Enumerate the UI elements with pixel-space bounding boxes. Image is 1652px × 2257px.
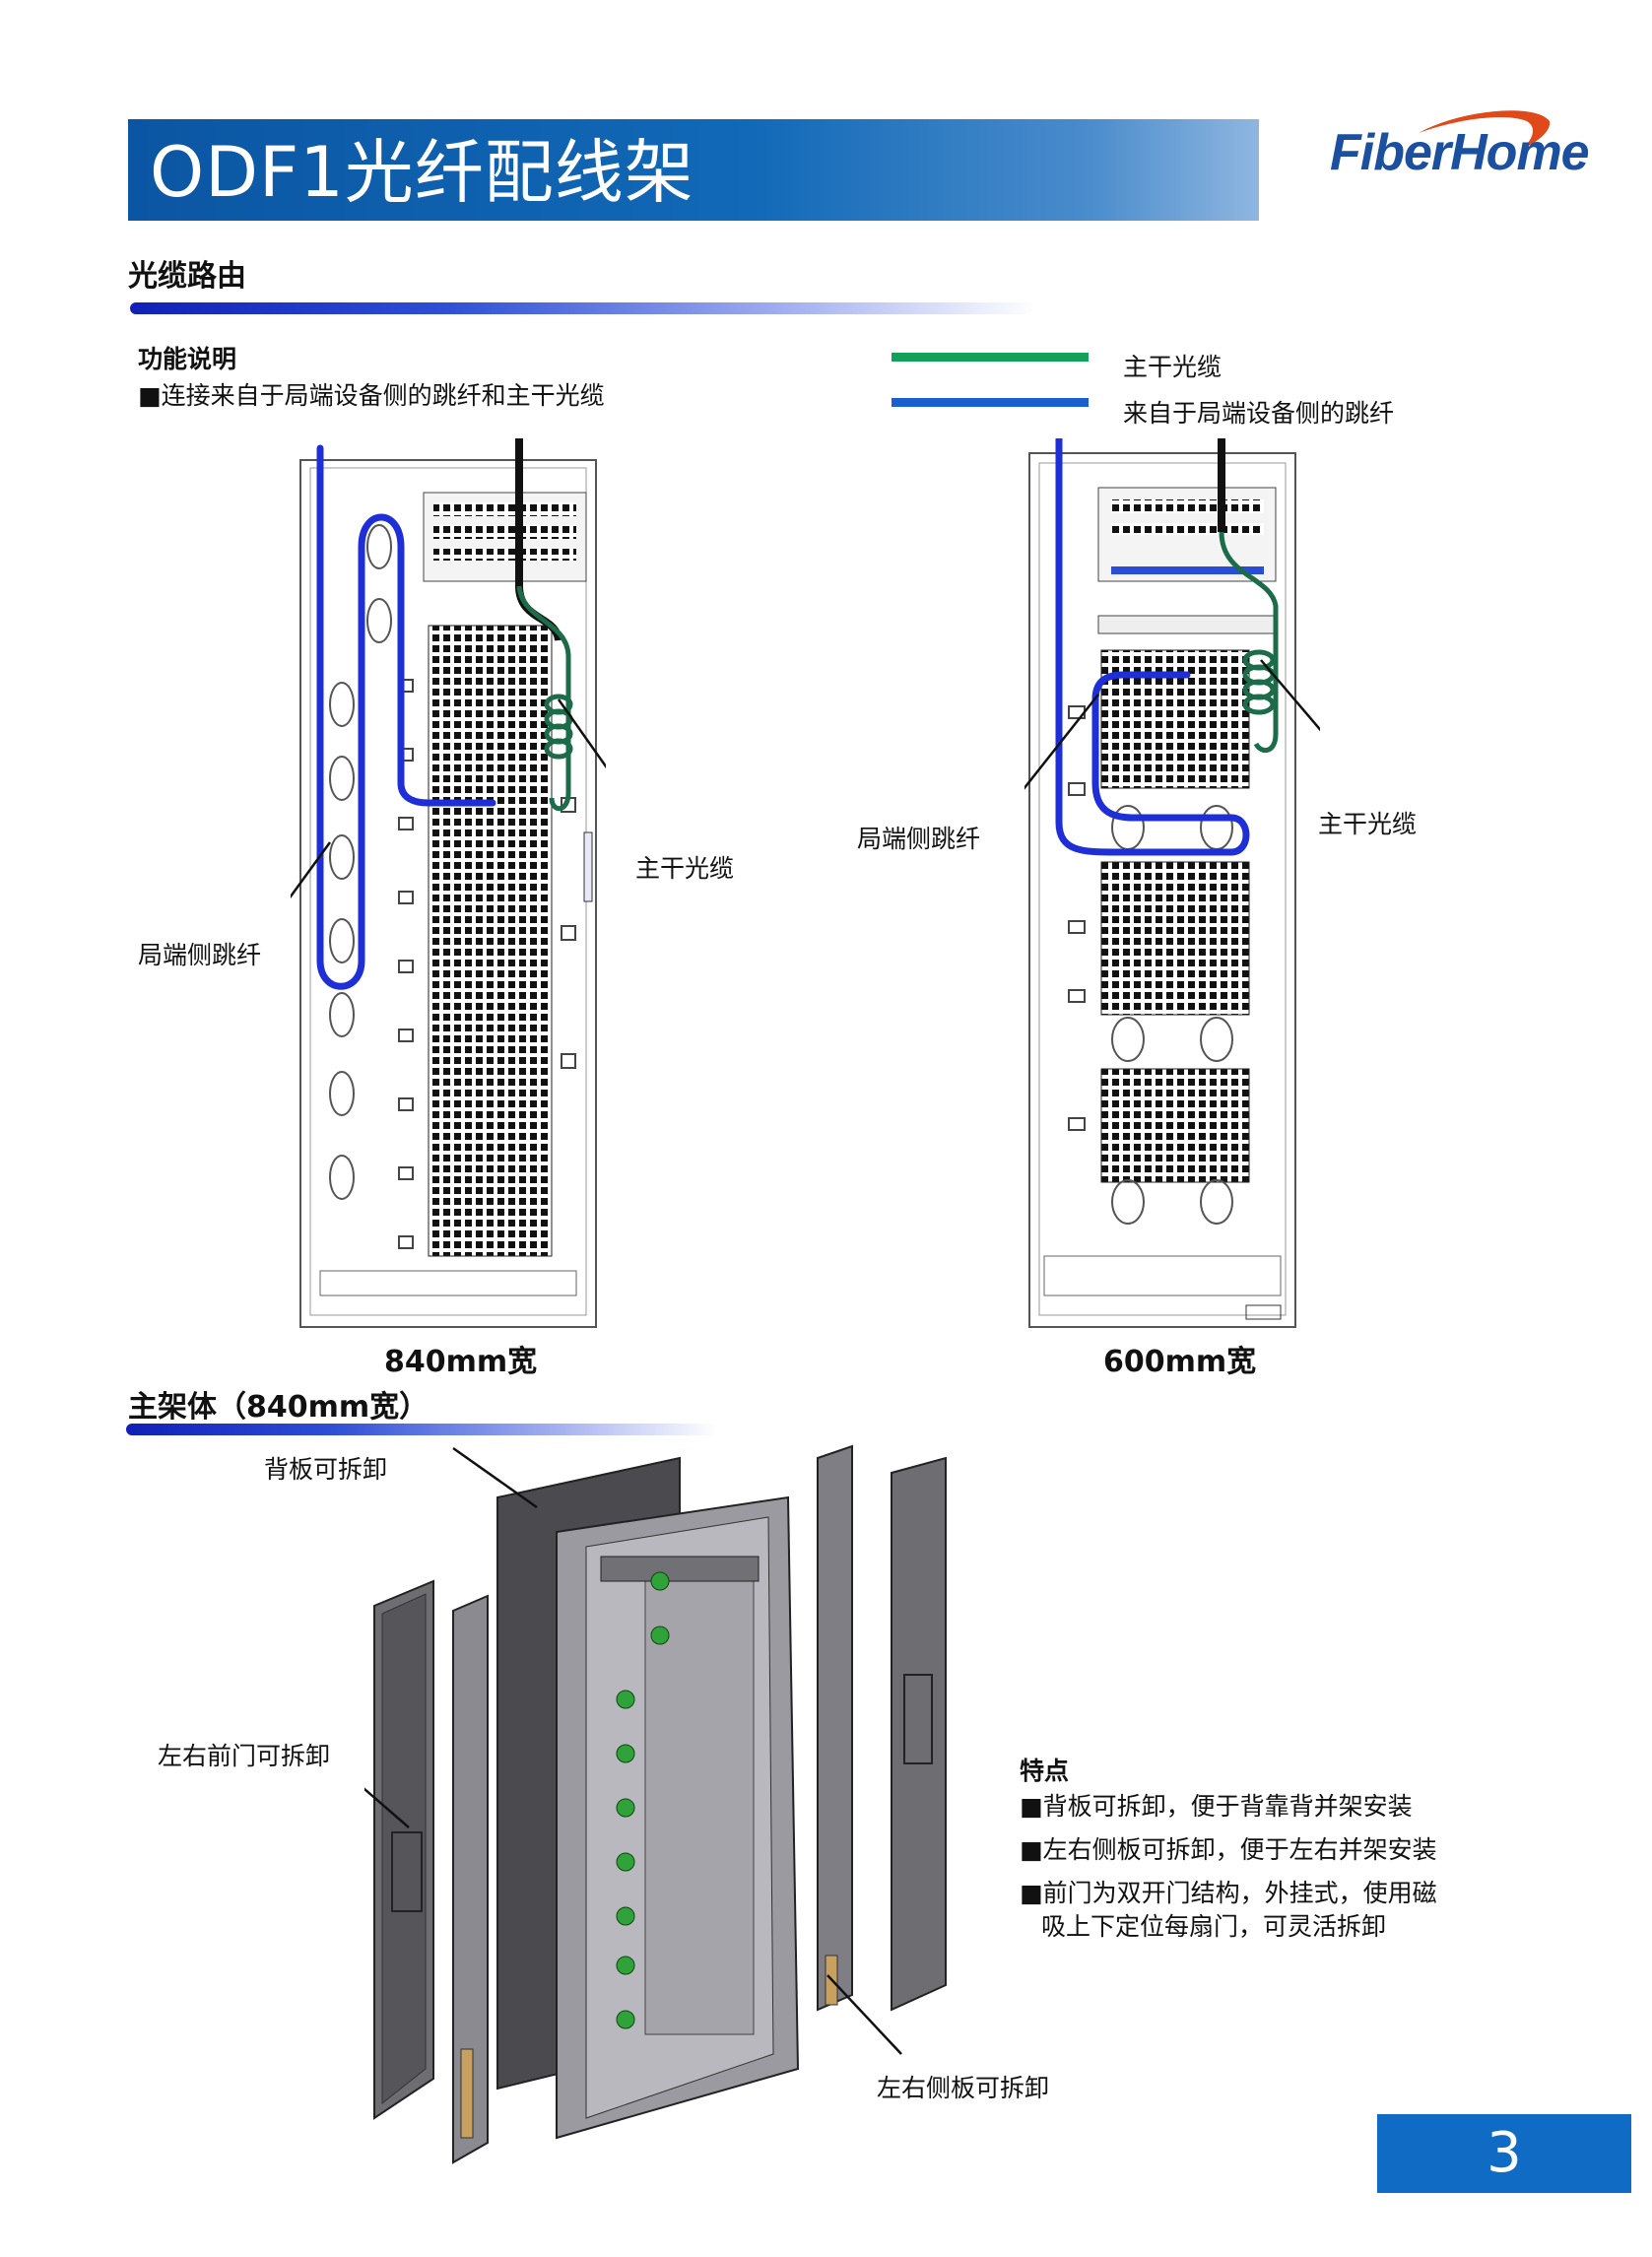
section-title-main-frame: 主架体（840mm宽） [128, 1390, 430, 1425]
title-banner [128, 119, 1259, 221]
caption-840: 840mm宽 [384, 1345, 538, 1379]
exploded-rack-illustration [334, 1438, 965, 2167]
page-number: 3 [1377, 2114, 1631, 2193]
function-subheading: 功能说明 [138, 345, 237, 373]
legend-line-trunk [892, 353, 1089, 362]
section-divider-2 [126, 1424, 717, 1435]
features-title: 特点 [1020, 1757, 1070, 1785]
label-trunk-600: 主干光缆 [1318, 810, 1418, 838]
label-side-panels: 左右侧板可拆卸 [877, 2074, 1050, 2102]
feature-item: ■前门为双开门结构，外挂式，使用磁 [1020, 1879, 1437, 1907]
legend-line-local [892, 398, 1089, 407]
label-trunk-840: 主干光缆 [635, 854, 735, 883]
label-front-doors: 左右前门可拆卸 [158, 1742, 331, 1770]
feature-item: 吸上下定位每扇门，可灵活拆卸 [1041, 1912, 1387, 1941]
label-local-jumper-600: 局端侧跳纤 [857, 825, 981, 853]
rack-840-figure [249, 438, 665, 1330]
label-back-panel: 背板可拆卸 [264, 1455, 388, 1484]
legend-label-trunk: 主干光缆 [1123, 353, 1222, 381]
page-title: ODF1光纤配线架 [150, 132, 694, 213]
caption-600: 600mm宽 [1103, 1345, 1257, 1379]
function-bullet: ■连接来自于局端设备侧的跳纤和主干光缆 [138, 381, 605, 410]
legend-label-local: 来自于局端设备侧的跳纤 [1123, 399, 1395, 428]
rack-600-figure [1004, 434, 1375, 1330]
section-divider [130, 302, 1036, 314]
logo-swoosh-icon [1419, 110, 1551, 149]
feature-item: ■背板可拆卸，便于背靠背并架安装 [1020, 1792, 1413, 1821]
label-local-jumper-840: 局端侧跳纤 [138, 941, 262, 969]
fiberhome-logo [1325, 103, 1553, 192]
feature-item: ■左右侧板可拆卸，便于左右并架安装 [1020, 1835, 1437, 1864]
logo-text: FiberHome [1330, 124, 1590, 181]
section-title-cable-routing: 光缆路由 [128, 259, 246, 294]
